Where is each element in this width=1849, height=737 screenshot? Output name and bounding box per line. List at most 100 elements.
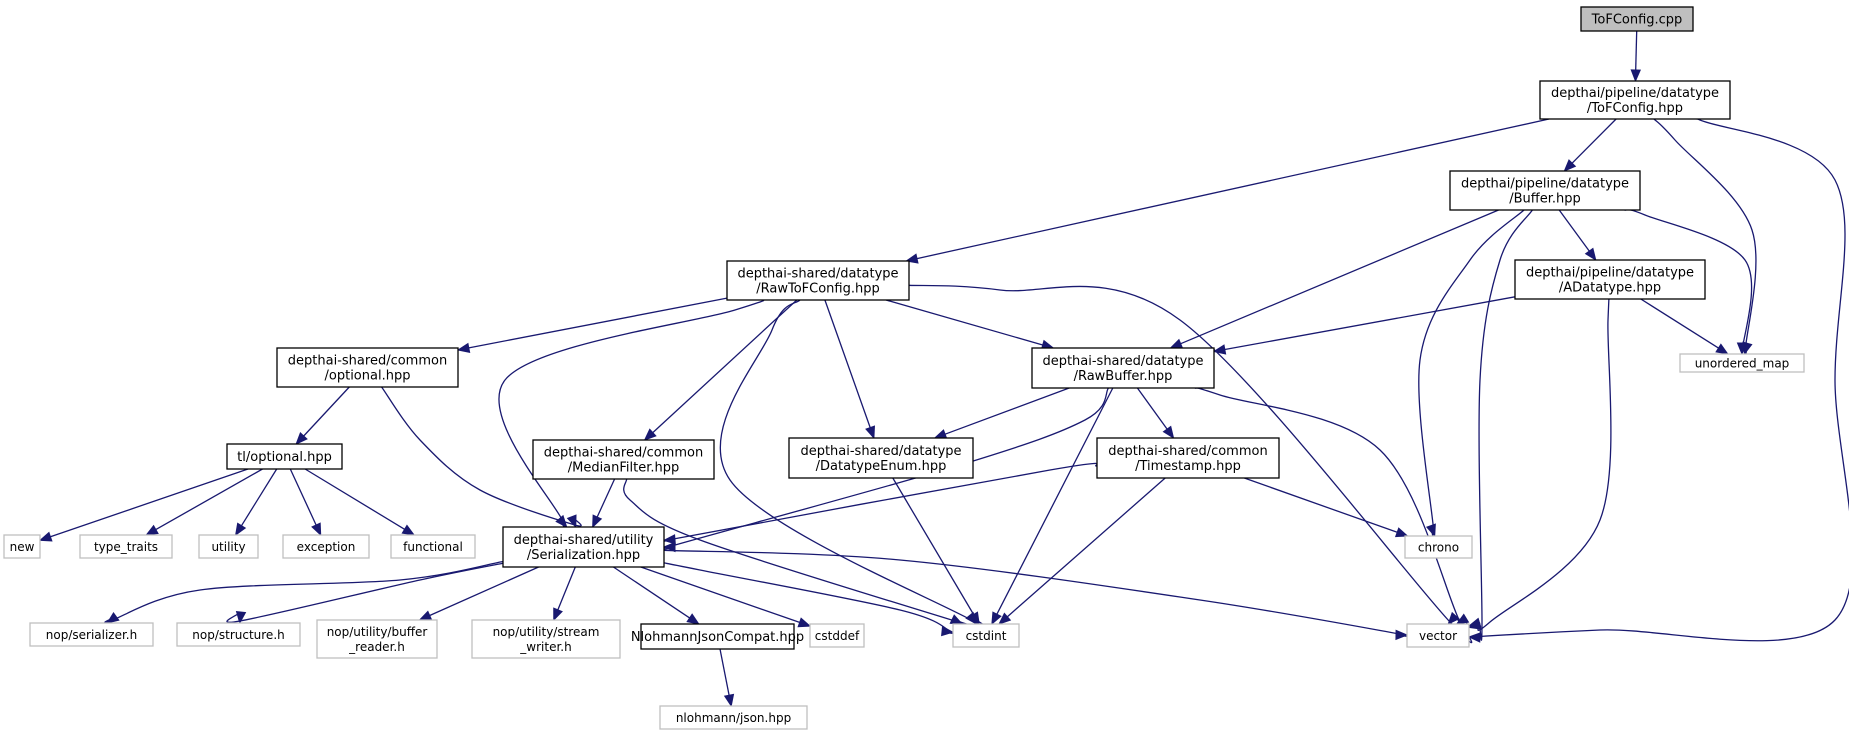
node-label: depthai/pipeline/datatype	[1461, 177, 1629, 192]
arrowhead-icon	[1563, 159, 1577, 172]
arrowhead-icon	[1162, 425, 1175, 440]
edge-nlohmannjsoncompat_hpp-to-nlohmann_json_hpp	[719, 648, 735, 708]
edge-tofconfig_hpp-to-vector	[1462, 114, 1849, 643]
node-label: chrono	[1418, 541, 1459, 555]
node-cstdint: cstdint	[952, 623, 1020, 648]
arrowhead-icon	[643, 428, 657, 441]
node-buffer-hpp[interactable]: depthai/pipeline/datatype/Buffer.hpp	[1449, 170, 1641, 211]
node-adatatype-hpp[interactable]: depthai/pipeline/datatype/ADatatype.hpp	[1514, 259, 1706, 300]
node-box	[502, 526, 665, 568]
node-rawbuffer-hpp[interactable]: depthai-shared/datatype/RawBuffer.hpp	[1031, 347, 1215, 389]
edge-buffer_hpp-to-adatatype_hpp	[1558, 209, 1597, 262]
arrowhead-icon	[418, 610, 433, 621]
edge-adatatype_hpp-to-vector	[1467, 296, 1612, 632]
node-box	[3, 534, 41, 559]
node-nop-stream-writer: nop/utility/stream_writer.h	[471, 619, 621, 659]
edge-line	[1653, 118, 1757, 360]
node-box	[226, 443, 343, 470]
edge-line	[468, 297, 728, 349]
arrowhead-icon	[991, 611, 1002, 626]
arrowhead-icon	[662, 541, 676, 553]
edge-serialization_hpp-to-nop_stream_writer	[553, 566, 576, 622]
edge-serialization_hpp-to-nop_serializer	[104, 560, 504, 624]
node-utility: utility	[198, 534, 259, 559]
node-box	[198, 534, 259, 559]
edge-line	[663, 562, 954, 635]
edge-optional_hpp-to-serialization_hpp	[381, 386, 582, 529]
edge-line	[1558, 209, 1590, 252]
edge-timestamp_hpp-to-cstdint	[998, 477, 1166, 625]
edge-line	[996, 387, 1114, 615]
node-timestamp-hpp[interactable]: depthai-shared/common/Timestamp.hpp	[1096, 437, 1280, 479]
node-unordered-map: unordered_map	[1679, 353, 1805, 373]
arrowhead-icon	[1394, 527, 1409, 538]
node-label: nop/utility/stream	[493, 625, 600, 639]
edge-line	[429, 566, 539, 617]
edge-line	[944, 387, 1070, 435]
node-label: cstdint	[966, 629, 1007, 643]
node-tofconfig-hpp[interactable]: depthai/pipeline/datatype/ToFConfig.hpp	[1539, 80, 1731, 120]
edge-line	[289, 468, 317, 526]
edge-line	[50, 468, 249, 538]
node-label: NlohmannJsonCompat.hpp	[631, 630, 804, 645]
node-label: depthai/pipeline/datatype	[1551, 86, 1719, 101]
node-label: nop/structure.h	[192, 628, 284, 642]
edge-line	[498, 299, 765, 535]
node-box	[532, 439, 715, 480]
node-datatypeenum-hpp[interactable]: depthai-shared/datatype/DatatypeEnum.hpp	[788, 437, 974, 479]
node-box	[1404, 535, 1473, 559]
node-medianfilter-hpp[interactable]: depthai-shared/common/MedianFilter.hpp	[532, 439, 715, 480]
edge-rawbuffer_hpp-to-timestamp_hpp	[1136, 387, 1175, 440]
edge-rawtofconfig_hpp-to-optional_hpp	[456, 297, 728, 353]
arrowhead-icon	[723, 693, 735, 708]
node-nlohmann-json-hpp: nlohmann/json.hpp	[659, 705, 808, 730]
edge-line	[304, 468, 405, 530]
edge-line	[226, 562, 504, 623]
edge-adatatype_hpp-to-rawbuffer_hpp	[1212, 296, 1516, 355]
arrowhead-icon	[235, 610, 247, 625]
node-label: depthai-shared/datatype	[737, 267, 898, 282]
node-root[interactable]: ToFConfig.cpp	[1580, 6, 1694, 32]
node-nop-structure: nop/structure.h	[176, 622, 301, 647]
edge-line	[104, 560, 504, 623]
arrowhead-icon	[949, 614, 964, 625]
node-box	[1449, 170, 1641, 211]
node-optional-hpp[interactable]: depthai-shared/common/optional.hpp	[276, 347, 459, 388]
arrowhead-icon	[1715, 343, 1729, 355]
edge-datatypeenum_hpp-to-cstdint	[892, 477, 980, 626]
node-box	[276, 347, 459, 388]
edge-line	[1136, 387, 1168, 430]
node-rawtofconfig-hpp[interactable]: depthai-shared/datatype/RawToFConfig.hpp	[726, 260, 910, 301]
node-type-traits: type_traits	[79, 534, 173, 559]
node-nlohmannjsoncompat-hpp[interactable]: NlohmannJsonCompat.hpp	[631, 623, 804, 650]
nodes-layer: ToFConfig.cpp depthai/pipeline/datatype/T…	[3, 6, 1805, 730]
node-tl-optional-hpp[interactable]: tl/optional.hpp	[226, 443, 343, 470]
edge-line	[719, 648, 730, 696]
edge-tofconfig_hpp-to-unordered_map	[1653, 118, 1757, 360]
edge-line	[1006, 477, 1166, 618]
arrowhead-icon	[38, 531, 53, 542]
node-label: /MedianFilter.hpp	[568, 461, 680, 476]
node-label: depthai-shared/common	[288, 354, 447, 369]
node-label: /optional.hpp	[325, 369, 411, 384]
edge-line	[1194, 387, 1469, 635]
arrowhead-icon	[941, 625, 955, 637]
node-box	[809, 623, 865, 648]
node-box	[1031, 347, 1215, 389]
node-label: depthai-shared/common	[544, 446, 703, 461]
node-new: new	[3, 534, 41, 559]
edge-line	[596, 478, 616, 518]
node-serialization-hpp[interactable]: depthai-shared/utility/Serialization.hpp	[502, 526, 665, 568]
node-nop-serializer: nop/serializer.h	[29, 622, 154, 647]
node-label: depthai-shared/common	[1108, 444, 1267, 459]
edge-line	[1418, 209, 1525, 546]
arrowhead-icon	[234, 522, 247, 537]
edge-root-to-tofconfig_hpp	[1630, 30, 1641, 83]
node-label: /ToFConfig.hpp	[1587, 101, 1683, 116]
node-label: /Serialization.hpp	[527, 548, 640, 563]
edge-tofconfig_hpp-to-buffer_hpp	[1563, 118, 1617, 172]
edge-line	[613, 566, 690, 619]
edge-line	[1477, 296, 1612, 632]
edge-buffer_hpp-to-chrono	[1418, 209, 1525, 546]
